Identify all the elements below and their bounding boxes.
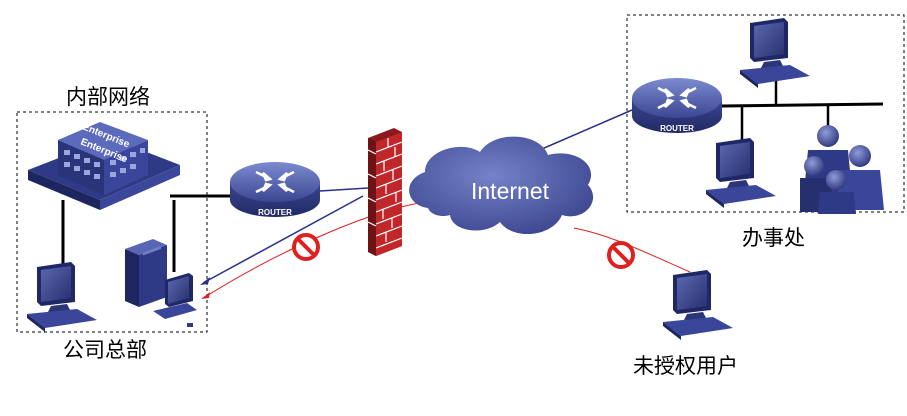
users-group-icon	[800, 125, 884, 214]
workstation-icon	[663, 270, 733, 340]
headquarters-boundary	[16, 111, 208, 333]
blocked-icon	[292, 233, 320, 261]
headquarters-label: 公司总部	[63, 338, 147, 362]
internet-cloud: Internet	[409, 136, 594, 235]
workstation-icon	[27, 262, 97, 332]
internal-network-label: 内部网络	[66, 85, 150, 109]
office-label: 办事处	[742, 226, 805, 250]
unauthorized-user-label: 未授权用户	[633, 354, 738, 378]
router-icon: ROUTER	[230, 162, 320, 217]
blocked-icon	[607, 241, 635, 269]
workstation-icon	[740, 18, 810, 88]
server-tower-icon	[125, 239, 197, 327]
building-icon: Enterprise Enterprise	[28, 122, 180, 210]
office-boundary	[626, 14, 905, 213]
router-icon: ROUTER	[632, 78, 722, 133]
denied-access-path	[204, 199, 441, 298]
workstation-icon	[706, 138, 776, 208]
internet-label: Internet	[471, 178, 550, 204]
router-label: ROUTER	[660, 124, 694, 133]
firewall-icon	[367, 128, 403, 256]
router-label: ROUTER	[258, 208, 292, 217]
vpn-tunnel-line	[202, 195, 364, 284]
